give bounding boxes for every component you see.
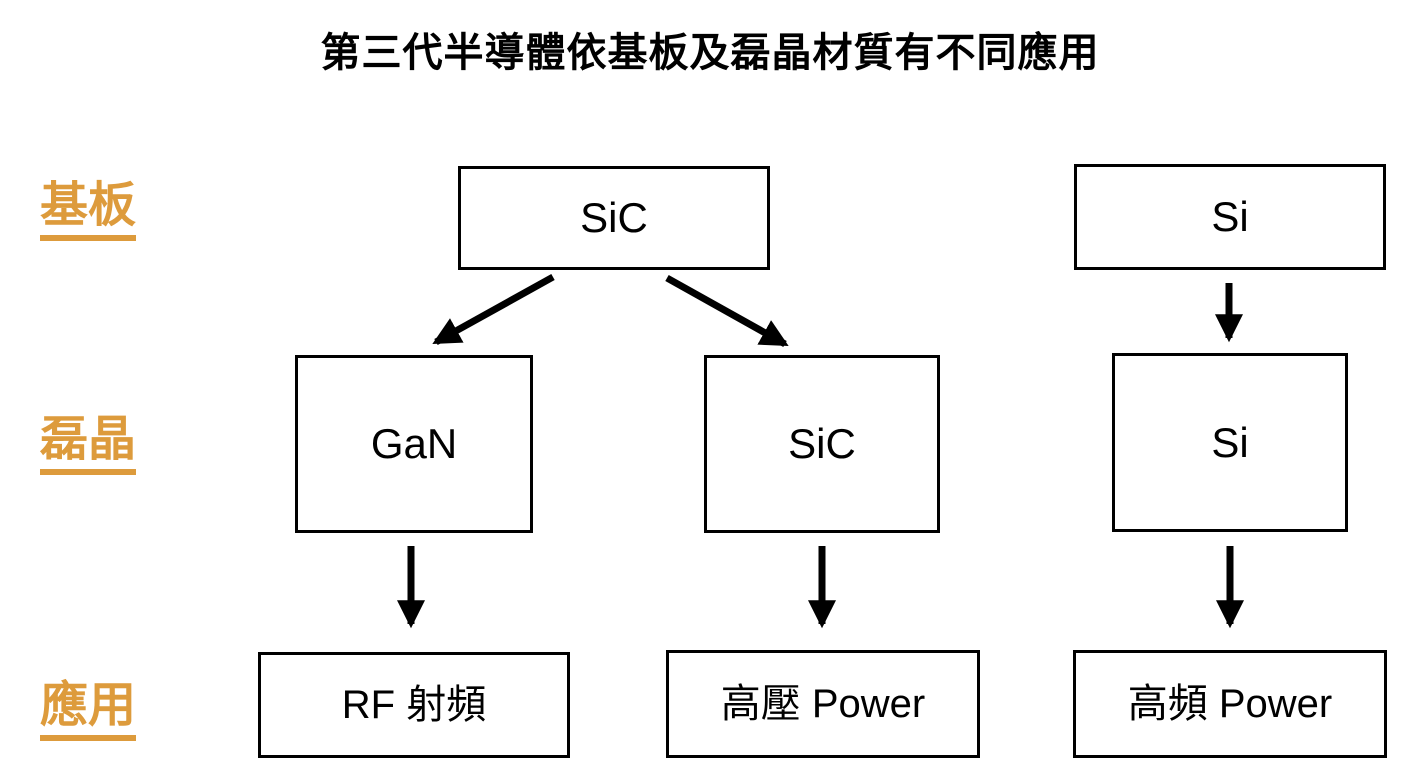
node-epitaxy-si: Si <box>1112 353 1348 532</box>
node-substrate-sic: SiC <box>458 166 770 270</box>
node-epitaxy-gan: GaN <box>295 355 533 533</box>
node-substrate-si: Si <box>1074 164 1386 270</box>
edge-substrate-sic-to-epitaxy-gan <box>432 273 555 346</box>
edge-substrate-sic-to-epitaxy-sic <box>665 274 789 348</box>
row-label-substrate: 基板 <box>40 182 137 241</box>
row-label-epitaxy: 磊晶 <box>40 416 137 475</box>
node-application-high-frequency: 高頻 Power <box>1073 650 1387 758</box>
node-application-high-voltage: 高壓 Power <box>666 650 980 758</box>
node-application-rf: RF 射頻 <box>258 652 570 758</box>
diagram-title: 第三代半導體依基板及磊晶材質有不同應用 <box>320 31 1100 75</box>
node-epitaxy-sic: SiC <box>704 355 940 533</box>
row-label-application: 應用 <box>40 682 137 741</box>
